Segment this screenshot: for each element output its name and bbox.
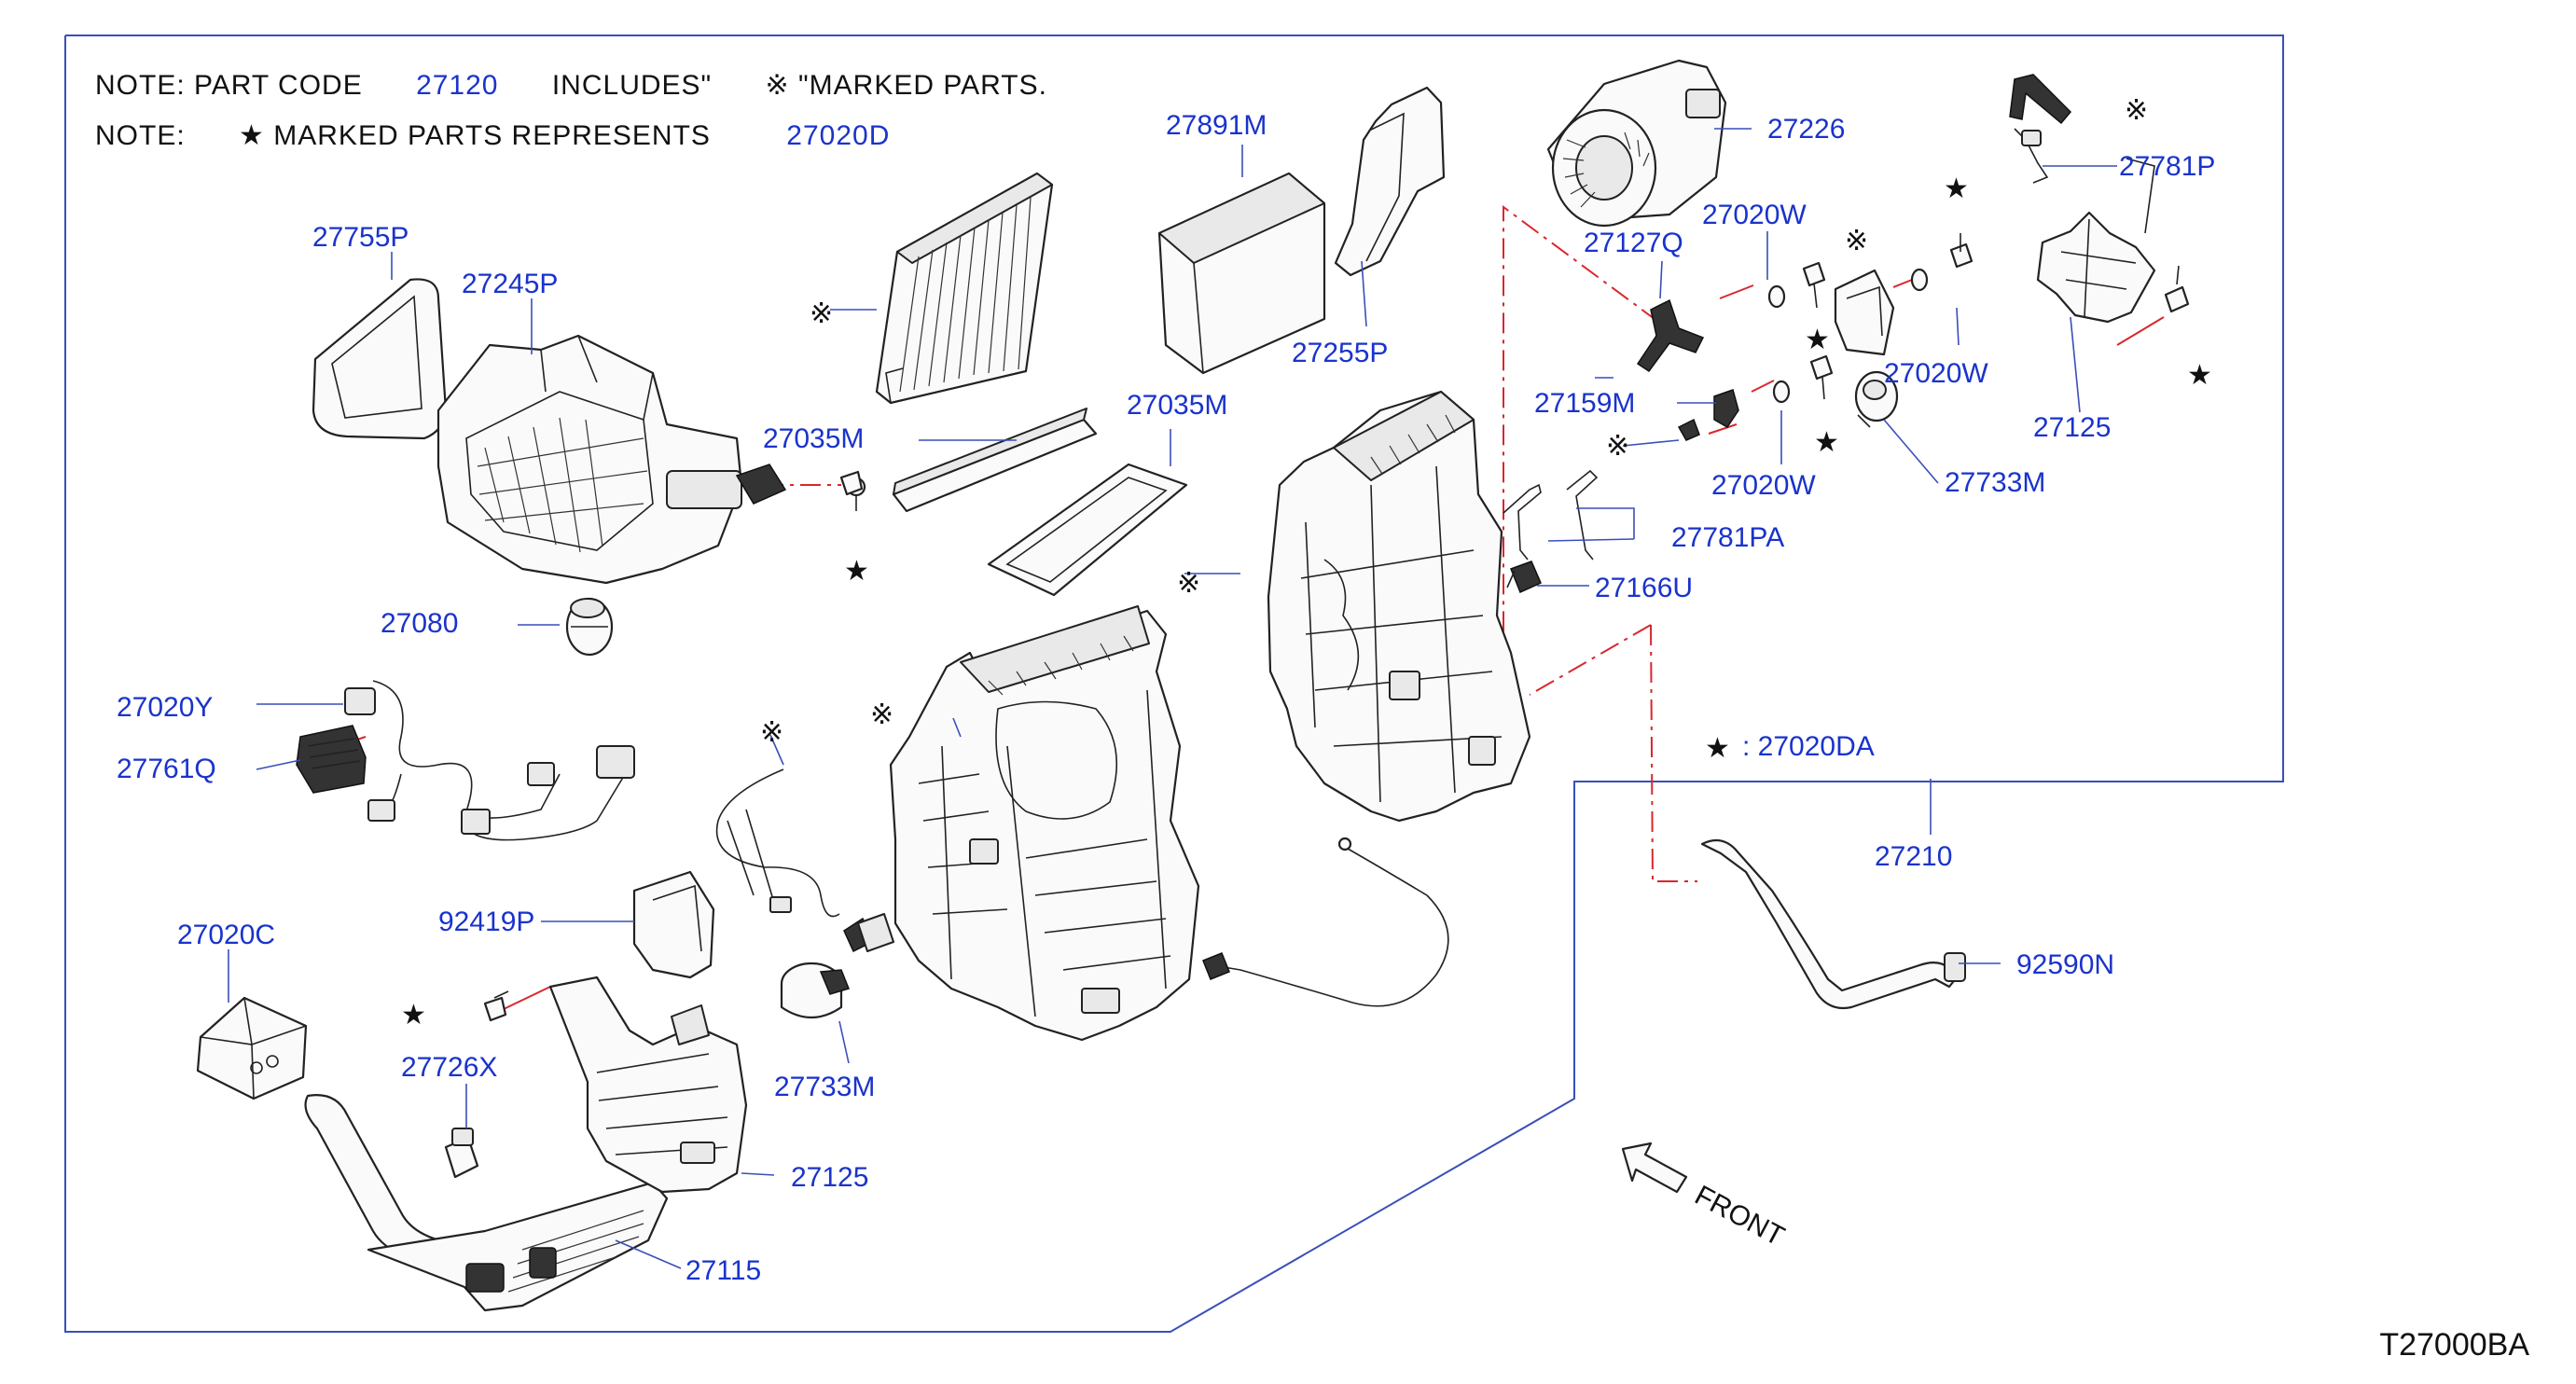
note-line-2-middle: MARKED PARTS REPRESENTS xyxy=(273,120,711,151)
part-marks: ※ ※ ※ ※ ※ ※ ※ ★ ★ ★ ★ ★ ★ xyxy=(401,94,2212,1031)
legend-text: : 27020DA xyxy=(1742,731,1875,762)
aspirator-27020C-icon xyxy=(196,996,308,1100)
ref-mark-cable-icon: ※ xyxy=(760,716,783,749)
star-mark-motor-icon: ★ xyxy=(1814,426,1839,459)
note-line-2-code: 27020D xyxy=(786,120,891,151)
figure-code: T27000BA xyxy=(2379,1327,2529,1363)
aspirator-hose-27210-icon xyxy=(1700,838,1966,1010)
label-27020W-c: 27020W xyxy=(1711,470,1816,501)
motor-27733M-lower-icon xyxy=(780,962,851,1018)
label-27891M: 27891M xyxy=(1166,110,1267,141)
blower-motor-27226-icon xyxy=(1546,59,1727,228)
diagram-frame xyxy=(64,35,2284,1333)
motor-27733M-upper-icon xyxy=(1854,370,1899,428)
label-27726X: 27726X xyxy=(401,1052,497,1083)
label-27755P: 27755P xyxy=(312,222,409,253)
ref-mark-evaporator-icon: ※ xyxy=(810,298,833,330)
evaporator-icon xyxy=(875,172,1054,405)
link-27159M-icon xyxy=(1713,389,1739,428)
note-line-1-code: 27120 xyxy=(416,70,499,101)
note-line-2: NOTE: ★ MARKED PARTS REPRESENTS 27020D xyxy=(95,119,890,152)
label-27035M-b: 27035M xyxy=(1127,390,1227,421)
label-27125-b: 27125 xyxy=(791,1162,868,1193)
resistor-27761Q-icon xyxy=(296,725,367,794)
label-92590N: 92590N xyxy=(2016,949,2114,980)
bracket-27255P-icon xyxy=(1334,86,1446,277)
note-line-1-middle: INCLUDES" xyxy=(551,70,713,101)
label-27210: 27210 xyxy=(1875,841,1952,872)
intake-housing-27245P-icon xyxy=(436,334,743,585)
star-mark-upper-screw-icon: ★ xyxy=(1944,173,1969,205)
bracket-27125-upper-icon xyxy=(2036,158,2156,324)
ref-mark-disc-icon: ※ xyxy=(1845,225,1868,257)
star-mark-27125-lower-icon: ★ xyxy=(401,999,426,1031)
bracket-27125-lower-icon xyxy=(548,976,748,1194)
note-line-1-suffix: "MARKED PARTS. xyxy=(798,70,1047,101)
leader-lines xyxy=(228,128,2117,1269)
part-labels: 27755P 27245P 27035M 27035M 27891M 27255… xyxy=(117,110,2215,1286)
screw-27125-upper-icon xyxy=(2164,265,2190,313)
cable-center-icon xyxy=(715,768,873,953)
label-27080: 27080 xyxy=(381,608,458,639)
ref-mark-bracket-icon: ※ xyxy=(2125,94,2148,127)
screw-27125-lower-icon xyxy=(483,990,509,1022)
label-27166U: 27166U xyxy=(1595,573,1693,603)
ref-mark-screw-icon: ※ xyxy=(1606,430,1629,463)
filter-27035M-tray-upper-icon xyxy=(892,408,1098,513)
ref-mark-icon: ※ xyxy=(765,70,790,101)
screw-ref-icon xyxy=(1677,418,1700,441)
heater-unit-case-right-icon xyxy=(1267,390,1531,823)
label-27245P: 27245P xyxy=(462,269,558,299)
note-line-1-prefix: NOTE: PART CODE xyxy=(95,70,363,101)
label-front: FRONT xyxy=(1690,1180,1790,1253)
wire-27781PA-icon xyxy=(1503,469,1599,561)
connector-lower-center-icon xyxy=(857,913,894,952)
label-27733M-a: 27733M xyxy=(1945,467,2045,498)
label-27020C: 27020C xyxy=(177,920,275,950)
note-line-1: NOTE: PART CODE 27120 INCLUDES" ※ "MARKE… xyxy=(95,69,1047,102)
label-27020W-b: 27020W xyxy=(1884,358,1988,389)
label-27035M-a: 27035M xyxy=(763,423,864,454)
link-27127Q-icon xyxy=(1636,298,1705,373)
actuator-disc-icon xyxy=(1834,269,1895,356)
label-27761Q: 27761Q xyxy=(117,754,216,784)
ref-mark-case-left-icon: ※ xyxy=(870,699,893,731)
note-line-2-prefix: NOTE: xyxy=(95,120,186,151)
label-27020W-a: 27020W xyxy=(1702,200,1807,230)
heater-core-27115-icon xyxy=(304,1094,669,1312)
legend-star-icon: ★ xyxy=(1705,732,1730,765)
washers-27020W-icon xyxy=(1767,233,1974,404)
heater-unit-case-left-icon xyxy=(889,605,1200,1042)
label-92419P: 92419P xyxy=(438,907,534,937)
label-27255P: 27255P xyxy=(1292,338,1388,368)
star-mark-disc-icon: ★ xyxy=(1805,324,1830,356)
ref-mark-case-right-icon: ※ xyxy=(1177,567,1200,600)
connector-27166U-icon xyxy=(1506,561,1542,594)
gasket-27755P-icon xyxy=(312,278,448,440)
star-mark-icon: ★ xyxy=(239,120,265,151)
motor-27080-icon xyxy=(565,597,614,657)
bracket-27781P-icon xyxy=(2009,74,2072,184)
cabin-filter-27891M-icon xyxy=(1157,172,1326,375)
cable-lower-center-icon xyxy=(1202,837,1449,1007)
harness-27020Y-icon xyxy=(344,680,635,841)
front-arrow-icon xyxy=(1621,1142,1688,1194)
label-27781P: 27781P xyxy=(2119,151,2215,182)
label-27226: 27226 xyxy=(1767,114,1845,145)
label-27115: 27115 xyxy=(686,1255,761,1286)
screw-27245P-icon xyxy=(839,470,864,496)
sensor-27726X-icon xyxy=(444,1128,479,1179)
filter-27035M-tray-lower-icon xyxy=(987,463,1188,597)
label-27781PA: 27781PA xyxy=(1671,522,1784,553)
label-27733M-b: 27733M xyxy=(774,1072,875,1102)
star-mark-27245P-icon: ★ xyxy=(844,555,869,588)
star-mark-27125-icon: ★ xyxy=(2187,359,2212,392)
label-27159M: 27159M xyxy=(1534,388,1635,419)
legend: ★ : 27020DA xyxy=(1705,731,1875,765)
label-27127Q: 27127Q xyxy=(1584,228,1683,258)
cover-92419P-icon xyxy=(632,870,715,979)
label-27020Y: 27020Y xyxy=(117,692,213,723)
label-27125-a: 27125 xyxy=(2033,412,2111,443)
